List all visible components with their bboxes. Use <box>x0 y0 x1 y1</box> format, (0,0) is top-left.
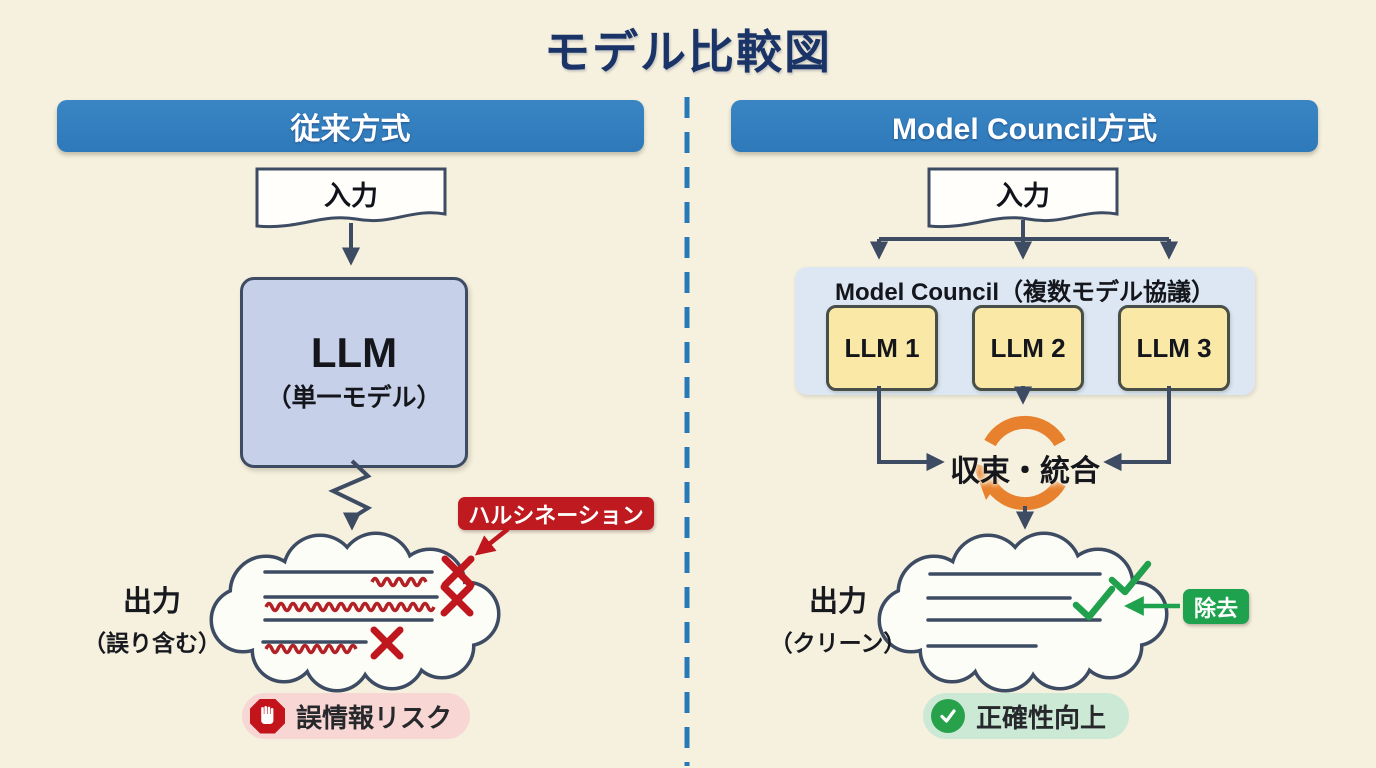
input-split-connectors <box>869 220 1179 260</box>
stop-hand-icon <box>250 698 285 734</box>
left-input-label: 入力 <box>324 180 378 211</box>
right-panel-header: Model Council方式 <box>731 100 1318 152</box>
left-panel-header-label: 従来方式 <box>290 113 411 146</box>
page-title: モデル比較図 <box>544 26 832 78</box>
left-output-label: 出力 （誤り含む） <box>52 578 252 658</box>
zigzag-arrow <box>328 459 373 531</box>
llm2-box: LLM 2 <box>972 305 1084 391</box>
right-output-subtitle: （クリーン） <box>769 630 907 656</box>
benefit-pill: 正確性向上 <box>923 693 1129 739</box>
left-panel-header: 従来方式 <box>57 100 644 152</box>
left-cloud <box>209 531 501 693</box>
llm3-box: LLM 3 <box>1118 305 1230 391</box>
council-title: Model Council（複数モデル協議） <box>835 279 1215 306</box>
benefit-pill-label: 正確性向上 <box>976 702 1107 733</box>
right-cloud-text-lines <box>926 572 1102 648</box>
left-cloud-text-lines <box>261 570 439 644</box>
hallucination-arrow <box>474 527 510 556</box>
clean-check-icons <box>1072 560 1152 621</box>
error-squiggles <box>264 576 436 655</box>
risk-pill-label: 誤情報リスク <box>296 702 453 733</box>
left-output-subtitle: （誤り含む） <box>83 630 221 656</box>
error-x-icons <box>370 555 475 660</box>
check-circle-icon <box>931 699 965 733</box>
hallucination-tag: ハルシネーション <box>458 497 654 530</box>
single-llm-subtitle: （単一モデル） <box>266 383 442 412</box>
single-llm-box: LLM （単一モデル） <box>240 277 468 468</box>
merge-label: 収束・統合 <box>950 455 1100 488</box>
single-llm-title: LLM <box>310 328 398 376</box>
risk-pill: 誤情報リスク <box>242 693 470 739</box>
removal-tag: 除去 <box>1183 589 1249 624</box>
right-panel-header-label: Model Council方式 <box>892 113 1157 146</box>
llm1-box: LLM 1 <box>826 305 938 391</box>
left-output-title: 出力 <box>122 586 181 618</box>
right-input-label: 入力 <box>996 180 1050 211</box>
right-output-title: 出力 <box>808 586 867 618</box>
right-output-label: 出力 （クリーン） <box>738 578 938 658</box>
